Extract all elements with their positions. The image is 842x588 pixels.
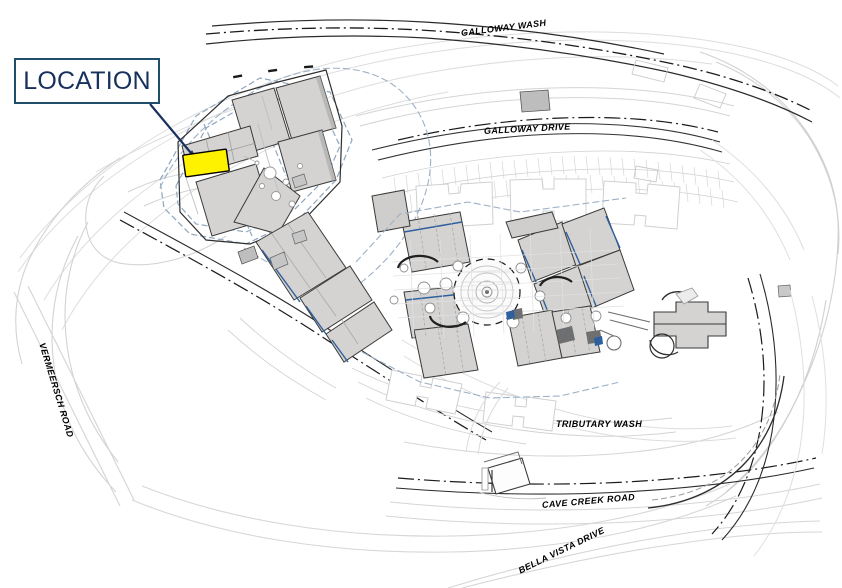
- parking-islands-south: [385, 369, 557, 432]
- cave-creek-road-faint: [385, 483, 823, 525]
- property-lines-south: [355, 197, 627, 399]
- pad-northwest-walkways: [185, 95, 281, 215]
- location-callout-box[interactable]: LOCATION: [14, 58, 160, 104]
- outparcel-east-edge: [777, 284, 792, 298]
- anchor-building-east: [649, 287, 727, 359]
- bella-vista-drive: [447, 520, 823, 588]
- retail-pad-center: [371, 189, 479, 379]
- location-callout-label: LOCATION: [23, 66, 151, 95]
- misc-northeast-details: [631, 59, 727, 183]
- outparcel-drive: [465, 381, 509, 455]
- misc-dark-segments: [232, 65, 314, 79]
- boundary-lower-arcs: [131, 411, 779, 553]
- outparcel-building-south: [477, 451, 547, 500]
- architectural-accents-blue: [506, 310, 603, 346]
- vermeersch-road-lines: [13, 285, 135, 507]
- pad-northwest-shading: [316, 76, 336, 181]
- retail-strip-southwest: [255, 211, 393, 363]
- outparcel-northeast: [519, 89, 551, 113]
- retail-wing-southeast: [507, 305, 601, 367]
- plaza-paving-grid: [391, 227, 625, 341]
- retail-strip-southwest-glazing: [261, 249, 349, 363]
- property-boundary-outer: [15, 157, 233, 493]
- pad-northwest-plaza-circles: [254, 160, 303, 208]
- cave-creek-road-centerline: [397, 457, 817, 485]
- pad-northwest-outline: [177, 69, 343, 245]
- east-boundary-solid: [721, 273, 777, 541]
- service-structures-west: [237, 173, 308, 271]
- wash-centerline-galloway: [205, 27, 811, 111]
- cave-creek-road: [395, 467, 815, 495]
- map-label-tributary-wash: TRIBUTARY WASH: [556, 419, 643, 429]
- southeast-boundary: [647, 375, 785, 509]
- retail-pad-center-bays: [417, 212, 465, 377]
- galloway-drive-centerline: [397, 116, 719, 141]
- east-boundary-dashdot: [711, 277, 765, 535]
- galloway-drive-edges: [371, 123, 723, 161]
- canopy-arcs: [396, 254, 573, 328]
- location-highlight[interactable]: [182, 148, 230, 178]
- property-boundary-east: [699, 51, 840, 507]
- wash-edge-galloway: [205, 19, 813, 123]
- anchor-connector: [599, 311, 651, 351]
- east-faint-contours: [699, 139, 827, 557]
- retail-pad-center-glazing: [403, 221, 463, 301]
- southeast-boundary-dash: [651, 373, 781, 501]
